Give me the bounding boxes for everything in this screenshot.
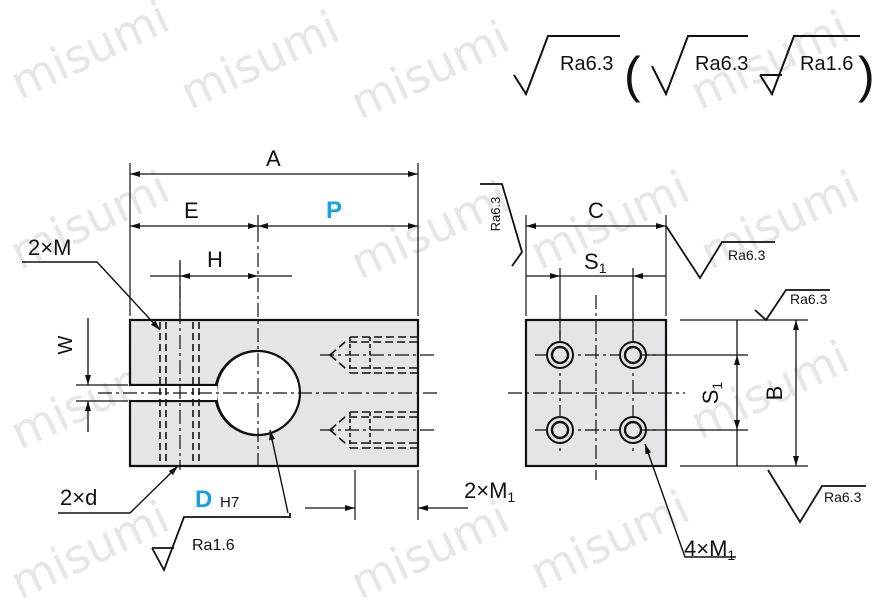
leader-2M bbox=[22, 261, 161, 331]
finish-symbol-side-right-bottom bbox=[767, 469, 866, 524]
tapped-hole-upper bbox=[329, 336, 418, 374]
center-lines bbox=[98, 228, 438, 470]
extension-lines-side bbox=[525, 215, 808, 467]
finish-label-side-top-right: Ra6.3 bbox=[728, 247, 766, 263]
finish-legend-alt1-label: Ra6.3 bbox=[695, 53, 748, 75]
leader-4M1 bbox=[644, 443, 736, 558]
bore-tolerance: H7 bbox=[220, 494, 239, 511]
extension-lines-front bbox=[76, 163, 419, 520]
leader-bore bbox=[269, 429, 289, 514]
dim-label-A: A bbox=[266, 146, 281, 171]
bore-label-D: D bbox=[195, 486, 212, 513]
dim-label-H: H bbox=[207, 247, 223, 272]
dim-label-S1-top: S1 bbox=[584, 249, 607, 276]
watermark-text: misumi bbox=[692, 160, 867, 280]
finish-legend-paren-close: ) bbox=[858, 47, 875, 103]
callout-2M1: 2×M1 bbox=[464, 478, 515, 505]
watermark-text: misumi bbox=[342, 10, 517, 130]
finish-symbol-alt1 bbox=[651, 35, 748, 97]
watermark-text: misumi bbox=[172, 0, 347, 120]
finish-legend bbox=[513, 35, 860, 97]
bore-finish-label: Ra1.6 bbox=[192, 537, 235, 554]
finish-label-side-top-left: Ra6.3 bbox=[488, 197, 503, 232]
side-tapped-holes bbox=[546, 341, 647, 444]
finish-legend-paren-open: ( bbox=[624, 47, 641, 103]
callout-2d: 2×d bbox=[60, 485, 97, 510]
leader-2d bbox=[58, 465, 179, 514]
dim-label-B: B bbox=[762, 386, 787, 401]
callout-4M1: 4×M1 bbox=[684, 536, 735, 563]
tapped-hole-lower bbox=[329, 411, 418, 449]
finish-legend-main-label: Ra6.3 bbox=[560, 53, 613, 75]
finish-symbol-alt2 bbox=[759, 35, 860, 97]
finish-legend-alt2-label: Ra1.6 bbox=[800, 53, 853, 75]
dim-label-C: C bbox=[588, 198, 604, 223]
dim-label-E: E bbox=[184, 198, 199, 223]
finish-symbol-bore bbox=[151, 513, 291, 573]
dim-label-W: W bbox=[55, 335, 77, 354]
finish-label-side-right-top: Ra6.3 bbox=[790, 291, 828, 307]
dim-label-S1-side: S1 bbox=[698, 382, 725, 405]
finish-symbol-side-right-top bbox=[754, 289, 830, 322]
front-view bbox=[22, 163, 468, 573]
finish-symbol-side-top-left bbox=[480, 183, 523, 267]
side-view bbox=[480, 183, 866, 558]
watermark-text: misumi bbox=[342, 490, 517, 600]
finish-symbol-main bbox=[513, 35, 620, 97]
watermark-text: misumi bbox=[522, 480, 697, 600]
callout-2M: 2×M bbox=[28, 235, 71, 260]
watermark-text: misumi bbox=[522, 160, 697, 280]
watermark-text: misumi bbox=[2, 0, 177, 110]
finish-label-side-right-bottom: Ra6.3 bbox=[824, 489, 862, 505]
finish-symbol-side-top-right bbox=[665, 225, 775, 280]
dim-label-P: P bbox=[326, 197, 342, 224]
